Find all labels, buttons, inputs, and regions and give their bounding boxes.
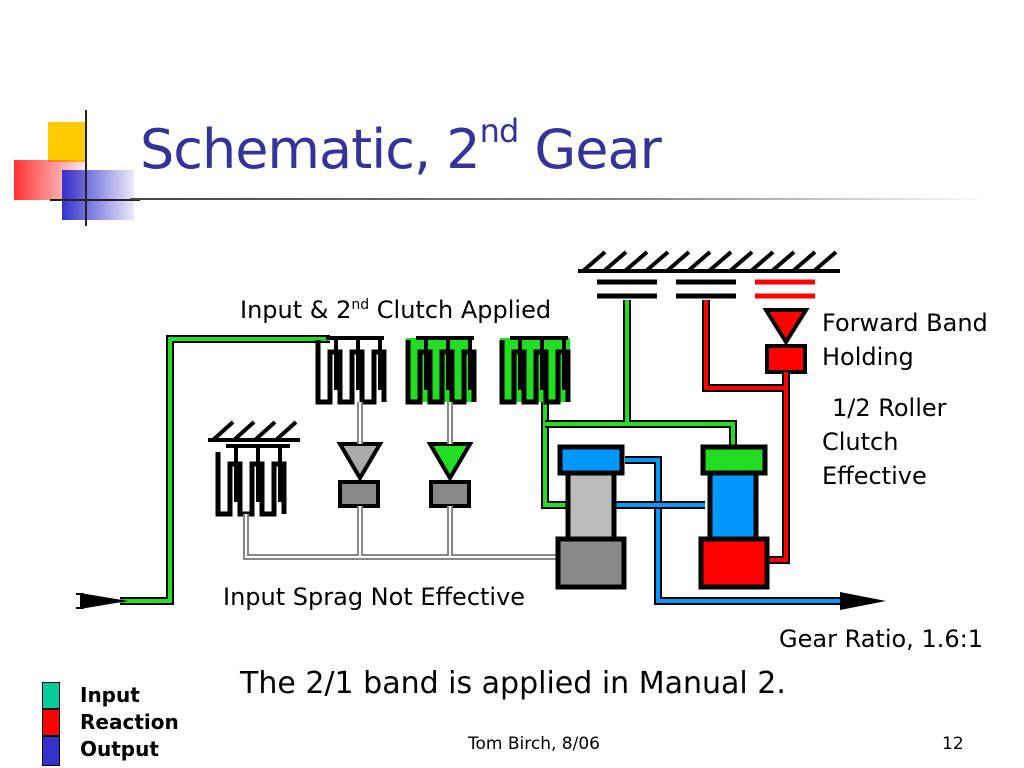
legend-swatch-reaction — [42, 709, 60, 736]
legend-label-reaction: Reaction — [80, 710, 179, 734]
manual-2-note: The 2/1 band is applied in Manual 2. — [240, 666, 786, 701]
title-rule — [130, 198, 990, 200]
output-path — [612, 456, 845, 605]
band-plates — [597, 279, 815, 299]
input-sprag-gray — [336, 442, 384, 508]
reaction-path — [702, 300, 790, 564]
footer-page-number: 12 — [942, 734, 964, 754]
gear-ratio-label: Gear Ratio, 1.6:1 — [779, 625, 983, 653]
decorative-logo — [14, 110, 140, 226]
clutch-pack-2 — [405, 336, 477, 405]
legend-label-output: Output — [80, 737, 159, 761]
clutch-pack-4 — [215, 444, 290, 517]
input-sprag-green — [426, 442, 474, 508]
planetary-set-front — [555, 444, 627, 590]
forward-band-sprag — [762, 308, 810, 374]
housing-ground-top — [578, 250, 840, 273]
footer-author: Tom Birch, 8/06 — [468, 734, 600, 754]
housing-ground-left — [208, 420, 300, 442]
forward-band-label: Forward Band Holding — [822, 309, 988, 371]
clutch-applied-label: Input & 2nd Clutch Applied — [240, 296, 552, 324]
roller-clutch-label: 1/2 Roller Clutch Effective — [822, 394, 947, 490]
input-sprag-label: Input Sprag Not Effective — [223, 583, 526, 611]
legend-swatch-input — [42, 682, 60, 709]
clutch-pack-1 — [315, 336, 387, 405]
clutch-pack-3 — [499, 336, 571, 405]
shaft-arrows — [76, 592, 886, 610]
legend-label-input: Input — [80, 683, 140, 707]
slide-title: Schematic, 2nd Gear — [140, 112, 662, 181]
planetary-set-rear — [698, 444, 770, 590]
legend-swatch-output — [42, 736, 60, 766]
